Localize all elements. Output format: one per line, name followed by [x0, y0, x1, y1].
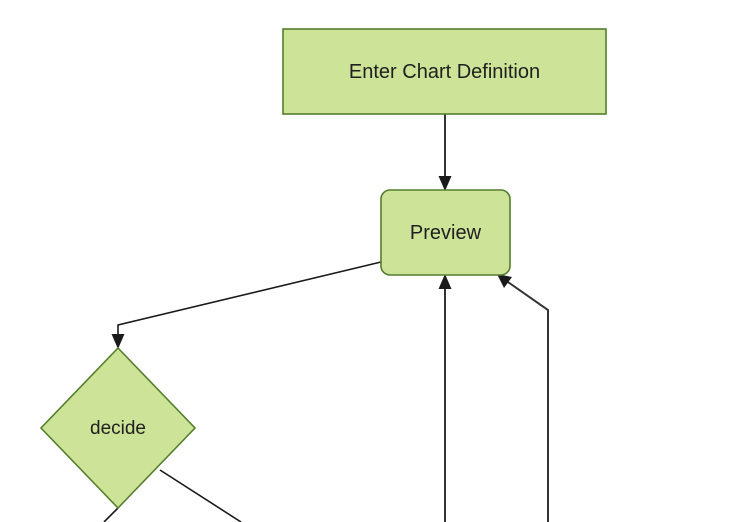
- node-enter-chart-definition[interactable]: Enter Chart Definition: [282, 28, 607, 115]
- edge-line: [504, 279, 549, 522]
- node-label-preview: Preview: [410, 222, 482, 244]
- edge-layer: [103, 114, 549, 522]
- node-shape-rectangle: [282, 28, 607, 115]
- arrow-head-icon: [111, 334, 125, 349]
- arrow-head-icon: [438, 274, 452, 289]
- edge-preview-to-decide[interactable]: [111, 261, 382, 349]
- arrow-head-icon: [438, 176, 452, 191]
- edge-decide-branch-right[interactable]: [159, 469, 242, 522]
- edge-return-right-to-preview[interactable]: [497, 274, 549, 522]
- edge-decide-branch-left[interactable]: [103, 507, 119, 522]
- edge-enter-to-preview[interactable]: [438, 114, 452, 191]
- arrow-head-icon: [497, 274, 512, 288]
- node-preview[interactable]: Preview: [380, 189, 511, 276]
- node-label-enter-chart-definition: Enter Chart Definition: [349, 61, 540, 83]
- edge-return-center-to-preview[interactable]: [438, 274, 452, 522]
- node-decide[interactable]: decide: [39, 346, 197, 510]
- node-label-decide: decide: [90, 418, 146, 439]
- edge-line: [117, 261, 382, 340]
- node-shape-rounded-rectangle: [380, 189, 511, 276]
- edge-line: [103, 507, 119, 522]
- node-layer: Enter Chart Definition Preview decide: [39, 28, 607, 510]
- node-shape-diamond: [39, 346, 197, 510]
- edge-line: [159, 469, 242, 522]
